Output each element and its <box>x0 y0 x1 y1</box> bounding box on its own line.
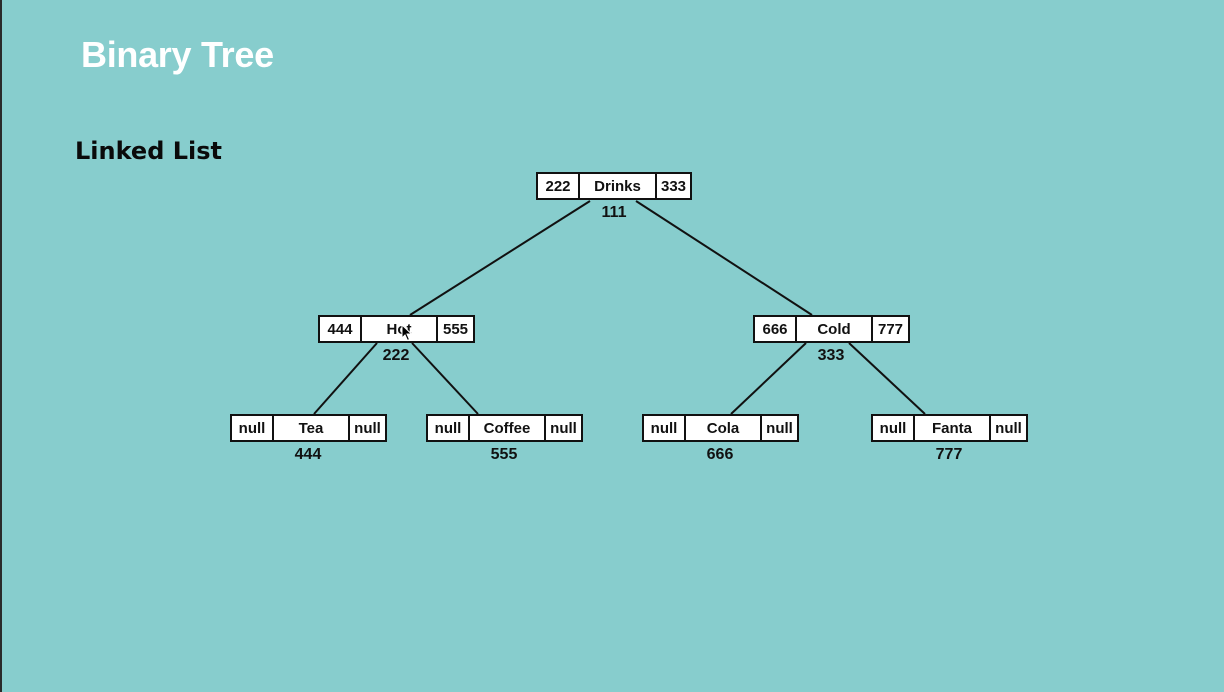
right-pointer: null <box>989 416 1026 440</box>
slide-subtitle: Linked List <box>75 137 223 165</box>
node-value: Cold <box>795 317 871 341</box>
tree-node-drinks: 222 Drinks 333 <box>536 172 692 200</box>
tree-node-cola: null Cola null <box>642 414 799 442</box>
tree-node-hot: 444 Hot 555 <box>318 315 475 343</box>
tree-node-cold: 666 Cold 777 <box>753 315 910 343</box>
node-address-hot: 222 <box>382 347 410 364</box>
edge-drinks-cold <box>635 200 813 316</box>
edge-hot-tea <box>313 342 378 415</box>
left-pointer: null <box>238 419 266 437</box>
edge-drinks-hot <box>409 200 591 316</box>
slide-title: Binary Tree <box>81 34 274 75</box>
left-pointer: null <box>650 419 678 437</box>
node-address-coffee: 555 <box>490 446 518 463</box>
right-pointer: null <box>760 416 797 440</box>
mouse-pointer-icon <box>401 324 413 342</box>
tree-node-coffee: null Coffee null <box>426 414 583 442</box>
right-pointer: null <box>348 416 385 440</box>
edge-hot-coffee <box>411 342 479 415</box>
tree-node-tea: null Tea null <box>230 414 387 442</box>
edge-cold-cola <box>730 342 807 415</box>
window-left-border <box>0 0 2 692</box>
node-address-tea: 444 <box>294 446 322 463</box>
right-pointer: 333 <box>655 174 690 198</box>
right-pointer: null <box>544 416 581 440</box>
left-pointer: 666 <box>762 320 788 338</box>
node-value: Fanta <box>913 416 989 440</box>
left-pointer: 444 <box>327 320 353 338</box>
node-value: Cola <box>684 416 760 440</box>
right-pointer: 555 <box>436 317 473 341</box>
edge-cold-fanta <box>848 342 926 415</box>
node-address-cold: 333 <box>817 347 845 364</box>
right-pointer: 777 <box>871 317 908 341</box>
tree-node-fanta: null Fanta null <box>871 414 1028 442</box>
node-value: Coffee <box>468 416 544 440</box>
node-address-fanta: 777 <box>935 446 963 463</box>
left-pointer: 222 <box>545 177 571 195</box>
left-pointer: null <box>879 419 907 437</box>
node-value: Drinks <box>578 174 655 198</box>
node-address-cola: 666 <box>706 446 734 463</box>
node-value: Tea <box>272 416 348 440</box>
node-address-drinks: 111 <box>601 204 627 221</box>
left-pointer: null <box>434 419 462 437</box>
node-value: Hot <box>360 317 436 341</box>
